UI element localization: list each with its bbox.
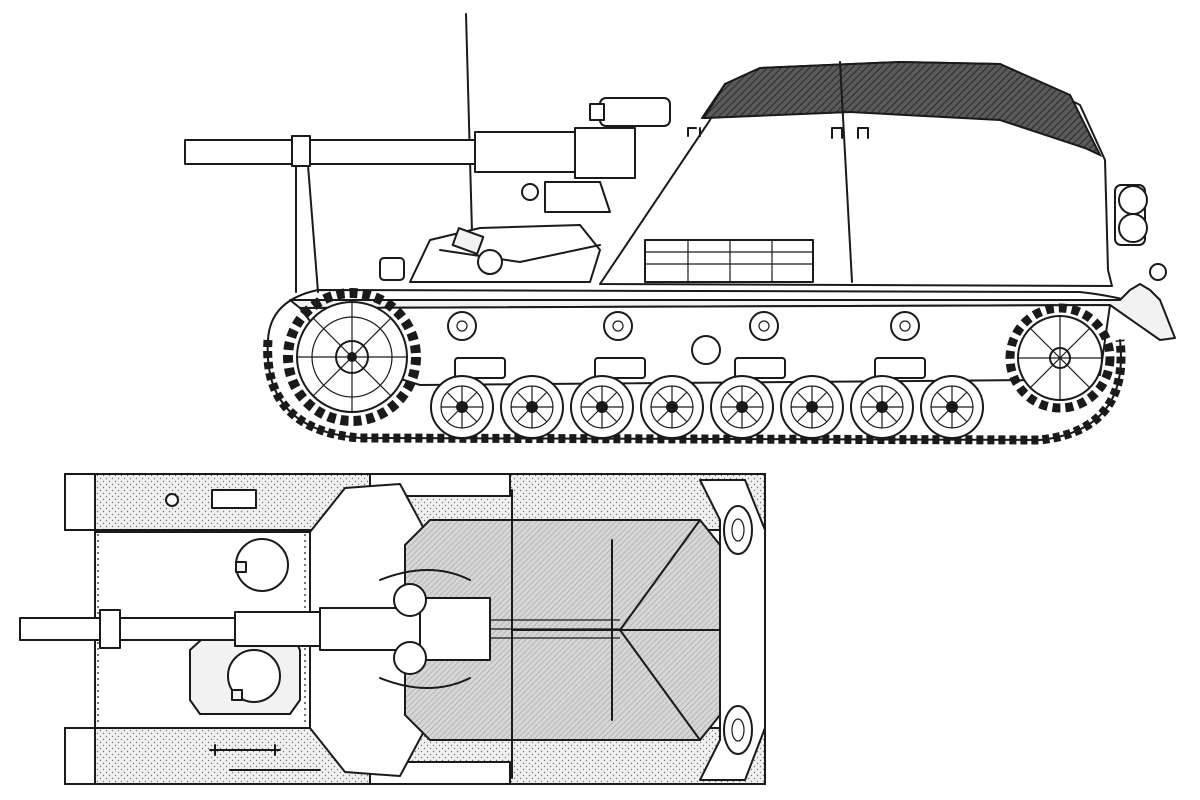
roof-bow	[839, 61, 853, 283]
road-wheel	[640, 375, 704, 439]
drive-sprocket	[283, 288, 421, 426]
idler-wheel	[1005, 303, 1115, 413]
side-view	[184, 13, 1176, 445]
rear-spare-wheels-top	[723, 505, 753, 755]
gun-barrel-top	[19, 597, 620, 661]
road-wheels	[430, 375, 984, 439]
road-wheel	[710, 375, 774, 439]
canvas-roof	[702, 60, 1103, 158]
road-wheel	[500, 375, 564, 439]
gun-barrel	[184, 97, 671, 179]
shovel	[209, 744, 281, 756]
gun-carriage	[409, 224, 601, 283]
tool-box	[211, 489, 257, 509]
road-wheel	[920, 375, 984, 439]
road-wheel	[570, 375, 634, 439]
fender-light	[165, 493, 179, 507]
suspension-bogies	[454, 357, 926, 379]
top-view	[19, 473, 766, 785]
track-outline	[266, 339, 1122, 441]
sight-knob	[521, 183, 539, 201]
roof-edge	[701, 83, 726, 119]
return-rollers	[447, 311, 920, 341]
front-brackets	[687, 127, 701, 137]
road-wheel	[430, 375, 494, 439]
trunnion	[477, 249, 503, 275]
traverse-wheel	[393, 641, 427, 675]
road-wheel	[780, 375, 844, 439]
carriage-linkage	[439, 244, 601, 263]
rear-deck	[699, 479, 766, 781]
gun-shield-arcs	[379, 569, 471, 689]
left-fender-front	[64, 473, 96, 531]
travel-lock	[291, 135, 319, 293]
stowage-box-slats	[645, 240, 813, 282]
hinge-brackets	[831, 127, 869, 139]
sight-box	[451, 227, 485, 255]
roof-frame	[511, 489, 721, 779]
recoil-cylinder	[544, 181, 611, 213]
right-fender-front	[64, 727, 96, 785]
hub-cap	[691, 335, 721, 365]
road-wheel	[850, 375, 914, 439]
headlight	[379, 257, 405, 281]
stowage-box	[644, 239, 814, 283]
rear-spare-wheels	[1114, 184, 1167, 281]
left-fender-panel	[369, 473, 511, 497]
elevation-wheel	[393, 583, 427, 617]
antenna	[465, 13, 473, 233]
